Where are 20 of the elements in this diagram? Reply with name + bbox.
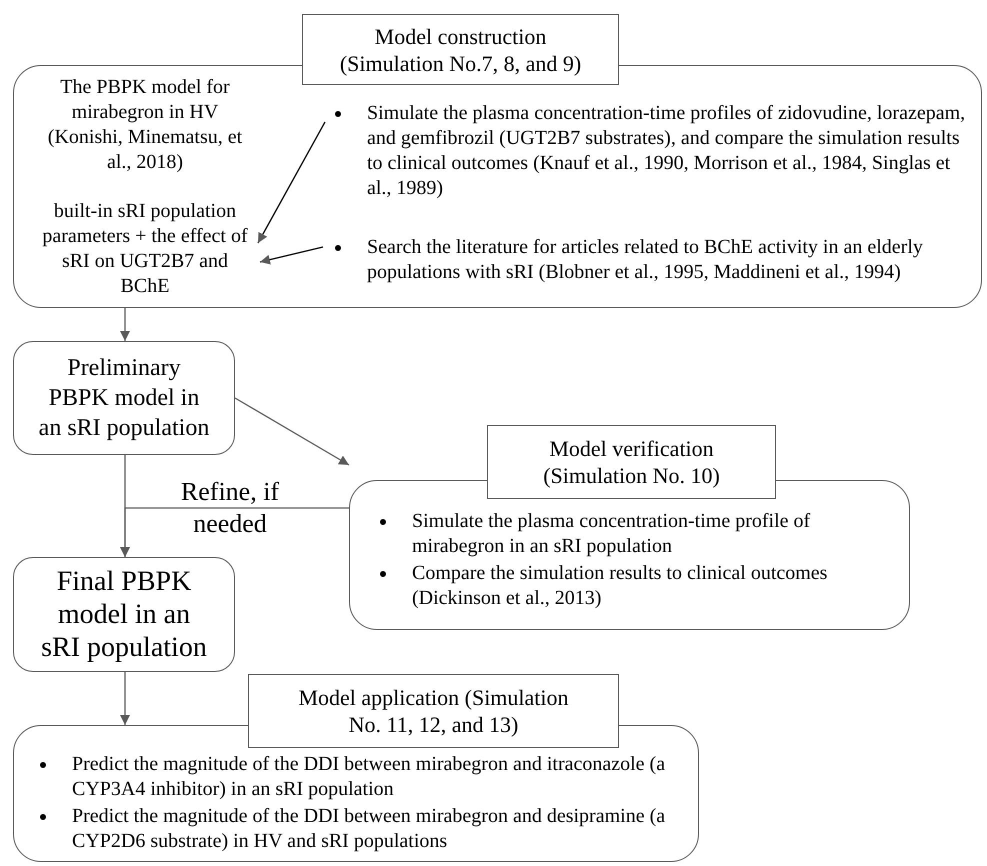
arrow bbox=[257, 122, 326, 244]
section-heading: Model construction (Simulation No.7, 8, and 9) bbox=[338, 22, 582, 76]
bullet-text: Simulate the plasma concentration-time profiles of zidovudine, lorazepam, and gemfibrozil (UGT2B7 substrates), and compare the simulation results to clinical outcomes (Knauf et al., 1990, Morrison et al., 1984, Singlas et al., 1989) bbox=[367, 102, 966, 199]
edge-label: Refine, if needed bbox=[180, 476, 280, 540]
process-box: Final PBPK model in an sRI population bbox=[13, 557, 235, 672]
arrow bbox=[120, 308, 130, 341]
section-heading: Model application (Simulation No. 11, 12, and 13) bbox=[297, 684, 570, 738]
bullet-text: Simulate the plasma concentration-time profile of mirabegron in an sRI population bbox=[412, 510, 810, 557]
bullet-text: Compare the simulation results to clinical outcomes (Dickinson et al., 2013) bbox=[412, 562, 828, 609]
arrow bbox=[120, 507, 349, 557]
arrow bbox=[260, 246, 324, 265]
section-heading: Model verification (Simulation No. 10) bbox=[542, 435, 721, 489]
note-text: built-in sRI population parameters + the effect of sRI on UGT2B7 and BChE bbox=[41, 199, 249, 299]
arrow bbox=[234, 397, 350, 466]
bullet-text: Predict the magnitude of the DDI between mirabegron and itraconazole (a CYP3A4 inhibitor) in an sRI population bbox=[72, 753, 666, 800]
bullet-text: Search the literature for articles related to BChE activity in an elderly populations with sRI (Blobner et al., 1995, Maddineni et al., 1994) bbox=[367, 236, 923, 283]
process-box: Preliminary PBPK model in an sRI population bbox=[13, 341, 235, 455]
bullet-text: Predict the magnitude of the DDI between mirabegron and desipramine (a CYP2D6 substrate) in HV and sRI populations bbox=[72, 805, 666, 852]
note-text: The PBPK model for mirabegron in HV (Konishi, Minematsu, et al., 2018) bbox=[46, 75, 244, 175]
arrow bbox=[120, 672, 130, 725]
